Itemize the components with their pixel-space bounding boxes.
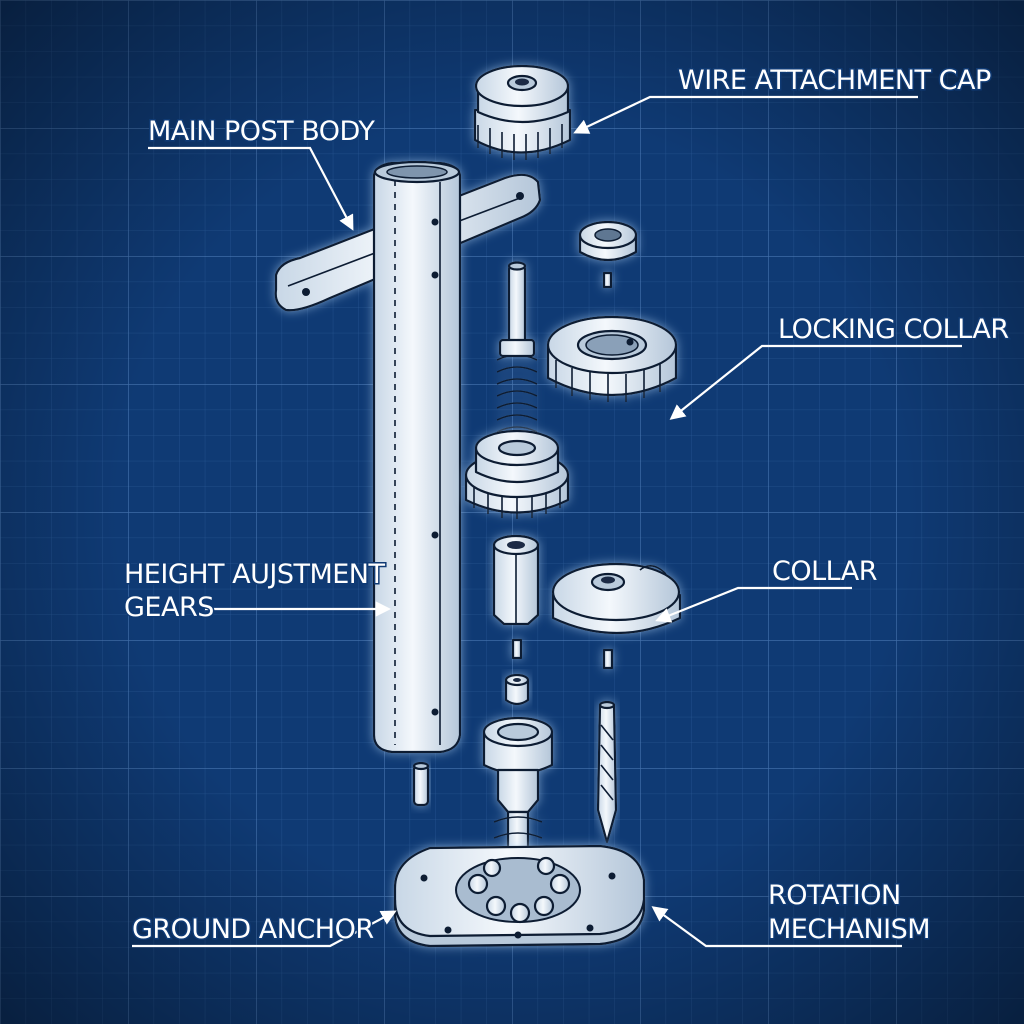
label-wire-attachment-cap: WIRE ATTACHMENT CAP (678, 65, 991, 96)
label-locking-collar: LOCKING COLLAR (778, 314, 1009, 345)
main-post-body (274, 160, 542, 754)
wire-attachment-cap (473, 64, 572, 160)
label-collar: COLLAR (772, 556, 877, 587)
hex-bushing (492, 534, 540, 660)
height-adjustment-gear-stack (464, 429, 570, 519)
leader-ground-anchor (132, 910, 397, 948)
spacer-ring (578, 220, 638, 289)
label-ground-anchor: GROUND ANCHOR (132, 914, 374, 945)
ground-anchor-plate (393, 844, 646, 948)
label-height-adjustment-line1: HEIGHT AUJSTMENT (124, 559, 386, 590)
label-main-post-body: MAIN POST BODY (148, 116, 375, 147)
leader-wire-attachment-cap (573, 95, 918, 134)
threaded-rod-with-spring (496, 261, 538, 433)
leader-lines (132, 95, 962, 948)
locking-collar-gear (546, 315, 678, 402)
label-height-adjustment-line2: GEARS (124, 592, 214, 623)
post-pin (412, 761, 430, 807)
collar (551, 562, 682, 670)
leader-collar (655, 586, 852, 623)
leader-main-post-body (148, 146, 354, 231)
label-rotation-line2: MECHANISM (768, 914, 930, 945)
ground-spike (596, 700, 618, 844)
leader-locking-collar (669, 344, 962, 420)
labels: MAIN POST BODY WIRE ATTACHMENT CAP LOCKI… (123, 64, 1011, 947)
label-rotation-line1: ROTATION (768, 880, 901, 911)
small-nut (504, 673, 530, 706)
leader-rotation-mechanism (651, 906, 902, 948)
